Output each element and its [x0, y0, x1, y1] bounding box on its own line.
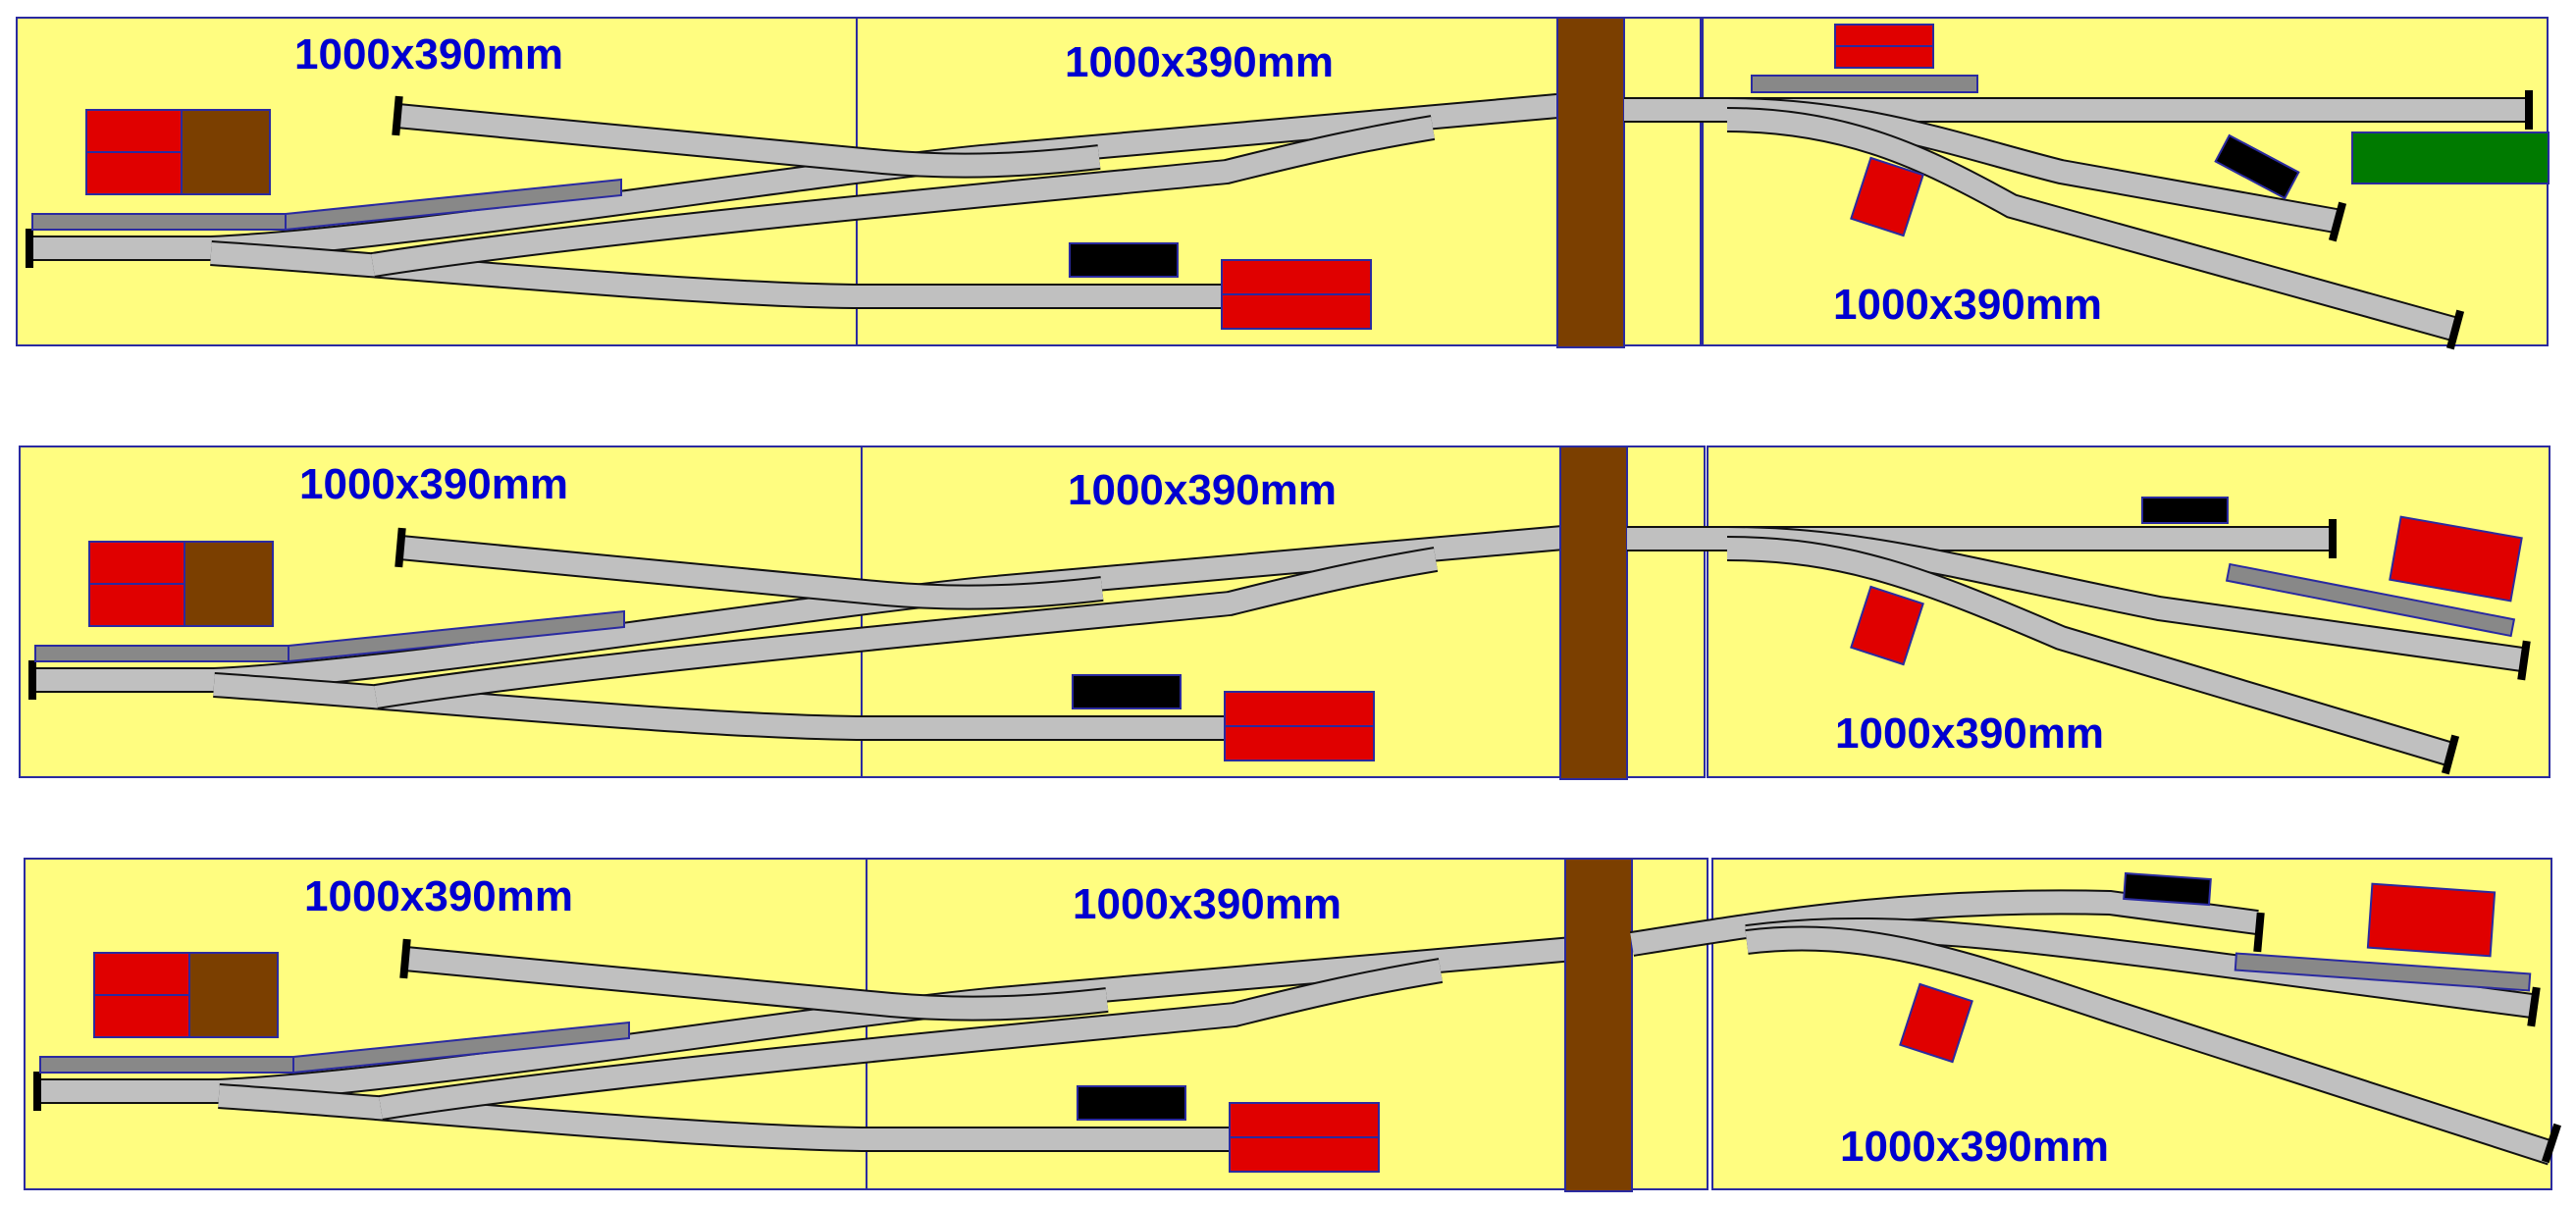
- platform: [2234, 952, 2532, 992]
- layout-option-2: [19, 446, 2550, 780]
- platform: [2225, 562, 2516, 638]
- red-building: [1850, 156, 1924, 237]
- black-building: [2214, 133, 2300, 200]
- buffer-stop: [33, 1072, 41, 1111]
- support-pillar: [1556, 17, 1625, 348]
- buffer-stop: [2525, 90, 2533, 130]
- black-building: [2141, 497, 2229, 524]
- red-building: [1899, 982, 1973, 1064]
- red-building: [2366, 882, 2497, 958]
- board-size-label-1-left: 1000x390mm: [294, 30, 563, 79]
- upper-siding-track: [403, 948, 1109, 1020]
- platform-ramp: [292, 1021, 630, 1075]
- buffer-stop: [2527, 986, 2541, 1027]
- board-size-label-2-left: 1000x390mm: [299, 460, 568, 508]
- crossover-track: [379, 960, 1443, 1119]
- board-size-label-3-middle: 1000x390mm: [1073, 880, 1341, 928]
- brown-building: [181, 109, 271, 195]
- buffer-stop: [399, 938, 411, 979]
- branch-track-lower: [1726, 538, 2452, 764]
- platform-ramp: [285, 178, 622, 232]
- board-size-label-2-right: 1000x390mm: [1835, 709, 2104, 758]
- crossover-track: [374, 549, 1438, 708]
- lower-siding-track: [213, 674, 1225, 739]
- buffer-stop: [2253, 912, 2265, 953]
- branch-track-lower: [1726, 109, 2456, 340]
- black-building: [2123, 871, 2212, 907]
- buffer-stop: [394, 527, 406, 568]
- buffer-stop: [392, 95, 403, 136]
- branch-track-lower: [1745, 927, 2555, 1164]
- black-building: [1069, 242, 1179, 278]
- support-pillar: [1559, 446, 1628, 780]
- buffer-stop: [2517, 640, 2531, 681]
- main-siding-track: [1630, 891, 2259, 955]
- black-building: [1072, 674, 1182, 709]
- lower-siding-track: [218, 1085, 1230, 1150]
- platform: [1751, 75, 1978, 93]
- buffer-stop: [2329, 519, 2337, 558]
- buffer-stop: [2328, 201, 2347, 242]
- layout-option-3: [24, 858, 2561, 1192]
- board-size-label-2-middle: 1000x390mm: [1068, 466, 1337, 514]
- board-size-label-3-right: 1000x390mm: [1840, 1123, 2109, 1171]
- upper-siding-track: [395, 105, 1101, 177]
- red-building: [1850, 585, 1924, 666]
- upper-siding-track: [398, 537, 1104, 608]
- layout-option-1: [16, 17, 2550, 350]
- brown-building: [184, 541, 274, 627]
- buffer-stop: [2445, 309, 2465, 350]
- black-building: [1077, 1085, 1186, 1121]
- board-size-label-1-right: 1000x390mm: [1833, 281, 2102, 329]
- platform-ramp: [288, 609, 625, 663]
- buffer-stop: [26, 229, 33, 268]
- platform: [34, 645, 289, 662]
- platform: [31, 213, 287, 231]
- platform: [39, 1056, 294, 1074]
- buffer-stop: [2542, 1123, 2561, 1164]
- crossover-track: [371, 117, 1435, 276]
- brown-building: [188, 952, 279, 1038]
- red-building: [2389, 515, 2523, 603]
- board-size-label-1-middle: 1000x390mm: [1065, 38, 1334, 86]
- green-building: [2351, 131, 2550, 184]
- lower-siding-track: [210, 242, 1222, 307]
- board-size-label-3-left: 1000x390mm: [304, 872, 573, 920]
- support-pillar: [1564, 858, 1633, 1192]
- buffer-stop: [28, 660, 36, 700]
- buffer-stop: [2441, 734, 2460, 775]
